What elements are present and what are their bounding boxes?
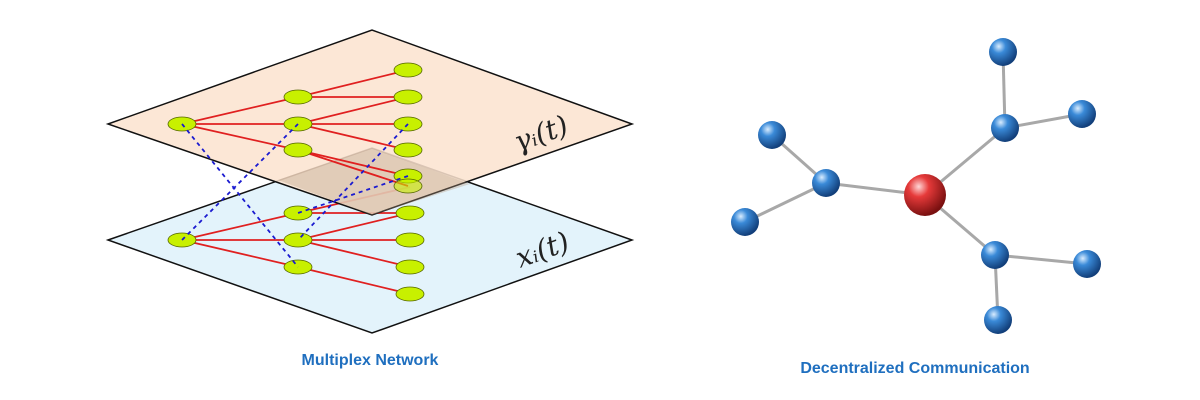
peer-node	[1073, 250, 1101, 278]
hub-node	[904, 174, 946, 216]
network-node	[167, 232, 197, 248]
peer-node	[812, 169, 840, 197]
peer-node	[984, 306, 1012, 334]
upper-layer-plane	[105, 29, 635, 216]
network-node	[395, 205, 425, 221]
network-node	[393, 89, 423, 105]
peer-node	[981, 241, 1009, 269]
inter-layer-edges	[181, 123, 409, 268]
network-node	[393, 178, 423, 194]
network-node	[395, 259, 425, 275]
network-node	[283, 142, 313, 158]
network-node	[393, 62, 423, 78]
peer-nodes	[731, 38, 1101, 334]
lower-layer-nodes	[167, 205, 425, 302]
network-node	[393, 142, 423, 158]
network-node	[395, 232, 425, 248]
network-node	[283, 232, 313, 248]
network-node	[395, 286, 425, 302]
decentralized-communication-diagram	[731, 38, 1101, 334]
multiplex-network-diagram: xᵢ(t)	[105, 29, 635, 334]
upper-layer-nodes	[167, 62, 423, 194]
network-node	[283, 205, 313, 221]
upper-layer-edges	[181, 69, 409, 187]
peer-node	[731, 208, 759, 236]
layer-overlap-region	[278, 148, 470, 215]
peer-node	[758, 121, 786, 149]
peer-node	[991, 114, 1019, 142]
peer-node	[1068, 100, 1096, 128]
peer-node	[989, 38, 1017, 66]
multiplex-network-caption: Multiplex Network	[301, 352, 439, 369]
decentralized-communication-caption: Decentralized Communication	[800, 360, 1030, 377]
network-node	[283, 89, 313, 105]
